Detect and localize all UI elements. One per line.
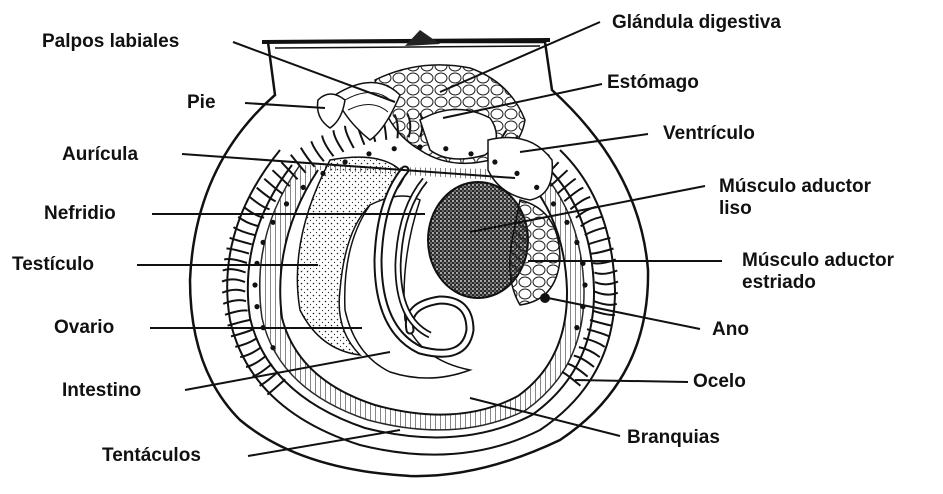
label-palpos-labiales: Palpos labiales [42,31,179,53]
label-ovario: Ovario [54,317,114,339]
label-auricula: Aurícula [62,144,138,166]
ocellus [254,304,259,309]
stomach [420,109,496,159]
ocellus [582,282,587,287]
ocellus [284,201,289,206]
label-musculo-aductor-liso: Músculo aductor liso [719,176,871,220]
label-musculo-aductor-estriado: Músculo aductor estriado [742,250,894,294]
ocellus [564,220,569,225]
ocellus [574,325,579,330]
label-glandula-digestiva: Glándula digestiva [612,12,781,34]
ocellus [534,185,539,190]
ocellus [343,159,348,164]
label-nefridio: Nefridio [44,203,116,225]
ocellus [551,201,556,206]
label-ocelo: Ocelo [693,371,746,393]
label-testiculo: Testículo [12,254,94,276]
ocellus [417,144,422,149]
label-tentaculos: Tentáculos [102,445,201,467]
ocellus [261,240,266,245]
label-intestino: Intestino [62,380,141,402]
ocellus [366,151,371,156]
ocellus [320,171,325,176]
label-ano: Ano [712,319,749,341]
ocellus [392,146,397,151]
ocellus [514,171,519,176]
label-estomago: Estómago [607,72,699,94]
ocellus [252,282,257,287]
ocellus [270,220,275,225]
ocellus [301,185,306,190]
ocellus [492,159,497,164]
ocellus [574,240,579,245]
ocellus [468,151,473,156]
label-branquias: Branquias [627,427,720,449]
label-ventriculo: Ventrículo [663,123,755,145]
label-pie: Pie [187,92,216,114]
hinge-ligament [405,30,440,46]
ocellus [443,146,448,151]
ocellus [270,345,275,350]
